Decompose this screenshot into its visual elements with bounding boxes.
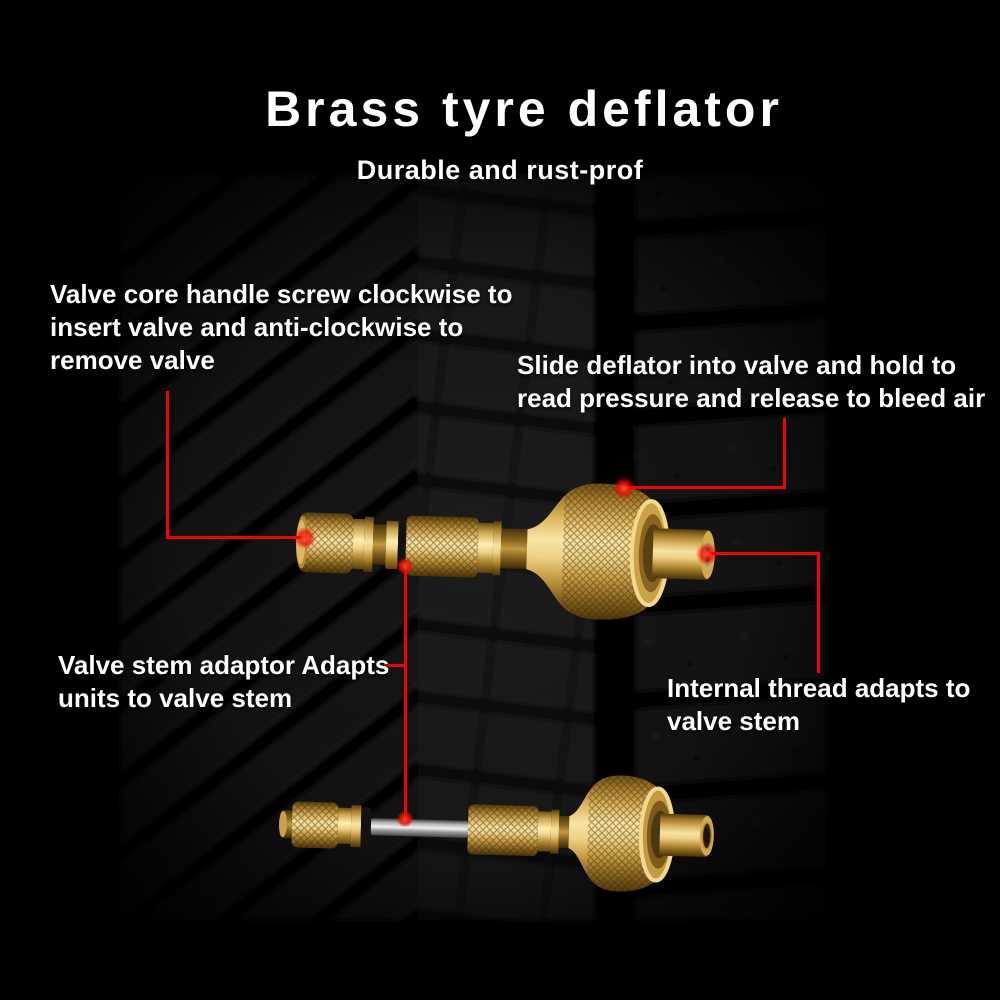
callout-text-line: Valve stem adaptor Adapts <box>58 650 390 680</box>
brass-deflator-assembled <box>295 482 715 622</box>
callout-valve-core-handle: Valve core handle screw clockwise to ins… <box>50 278 512 377</box>
callout-text-line: read pressure and release to bleed air <box>517 383 986 413</box>
callout-line-slide-deflator-vertical <box>783 418 786 489</box>
callout-pointer-dot-valve-stem-top <box>397 558 413 574</box>
callout-pointer-dot-valve-stem-bottom <box>397 811 413 827</box>
callout-text-line: units to valve stem <box>58 683 293 713</box>
callout-pointer-dot-valve-core <box>294 527 316 549</box>
callout-pointer-dot-internal-thread <box>696 543 718 565</box>
callout-pointer-dot-slide-deflator <box>613 477 635 499</box>
callout-line-slide-deflator-horizontal <box>622 486 785 489</box>
callout-valve-stem-adaptor: Valve stem adaptor Adapts units to valve… <box>58 649 389 715</box>
page-title: Brass tyre deflator <box>265 81 783 137</box>
brass-deflator-extended <box>278 774 714 893</box>
callout-text-line: Internal thread adapts to <box>667 673 971 703</box>
callout-text-line: valve stem <box>667 706 800 736</box>
callout-line-valve-core-horizontal <box>166 536 307 539</box>
callout-line-internal-thread-horizontal <box>706 552 820 555</box>
callout-line-valve-core-vertical <box>166 391 169 538</box>
callout-line-internal-thread-vertical <box>817 552 820 673</box>
page-subtitle: Durable and rust-prof <box>356 155 644 185</box>
callout-slide-deflator: Slide deflator into valve and hold to re… <box>517 349 985 415</box>
callout-line-valve-stem-vertical <box>404 563 407 821</box>
callout-text-line: Slide deflator into valve and hold to <box>517 350 957 380</box>
callout-internal-thread: Internal thread adapts to valve stem <box>667 672 970 738</box>
callout-text-line: remove valve <box>50 345 215 375</box>
callout-text-line: Valve core handle screw clockwise to <box>50 279 513 309</box>
callout-text-line: insert valve and anti-clockwise to <box>50 312 464 342</box>
